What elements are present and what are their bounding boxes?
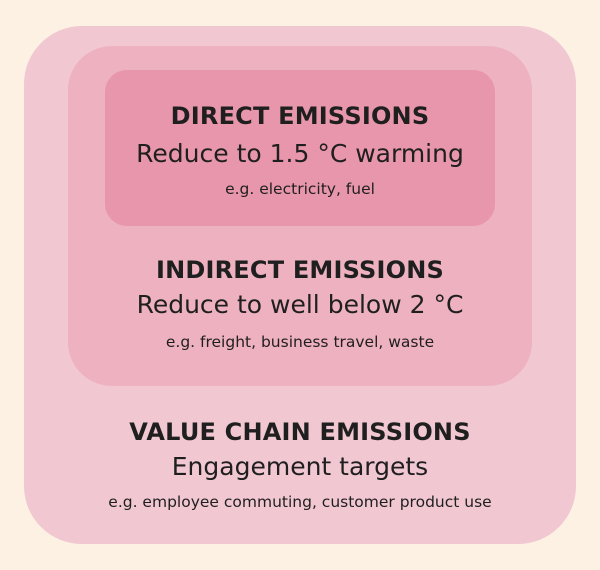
direct-emissions-box (105, 70, 495, 226)
indirect-emissions-target: Reduce to well below 2 °C (136, 290, 464, 319)
value-chain-emissions-target: Engagement targets (171, 452, 429, 481)
indirect-emissions-example: e.g. freight, business travel, waste (165, 333, 435, 351)
value-chain-emissions-example: e.g. employee commuting, customer produc… (108, 493, 492, 511)
direct-emissions-example: e.g. electricity, fuel (225, 180, 375, 198)
indirect-emissions-title: INDIRECT EMISSIONS (155, 256, 445, 284)
value-chain-emissions-title: VALUE CHAIN EMISSIONS (129, 418, 471, 446)
direct-emissions-target: Reduce to 1.5 °C warming (136, 139, 464, 168)
direct-emissions-title: DIRECT EMISSIONS (170, 102, 430, 130)
